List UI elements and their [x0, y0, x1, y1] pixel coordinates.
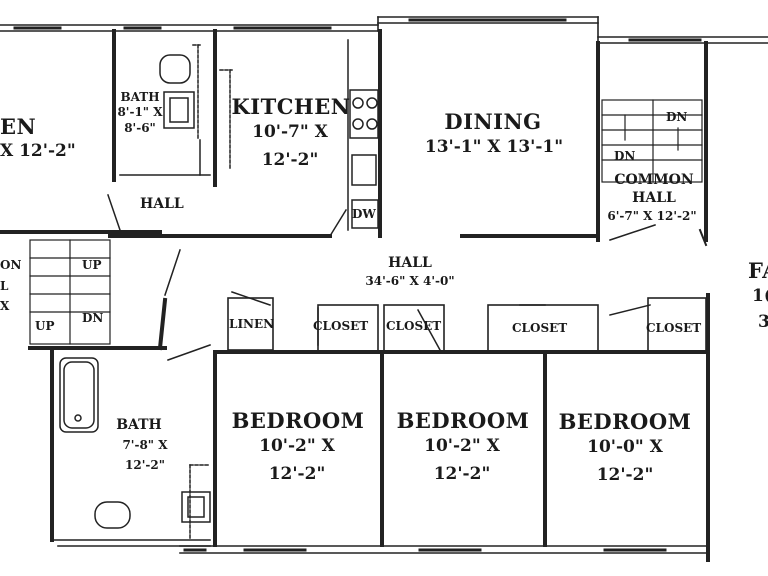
living-room-dims: X 12'-2" — [0, 141, 76, 161]
left-edge-text-3: X — [0, 299, 10, 313]
bath-bottom-dims-1: 7'-8" X — [122, 438, 168, 452]
exterior-wall-top — [0, 16, 768, 44]
bedroom-3-name: BEDROOM — [558, 409, 692, 434]
bath-bottom-dims-2: 12'-2" — [125, 458, 165, 472]
bedroom-3-dims-1: 10'-0" X — [587, 437, 663, 457]
right-edge-name: FA — [748, 258, 768, 283]
bath-top-name: BATH — [120, 90, 160, 104]
kitchen-name: KITCHEN — [231, 94, 351, 119]
kitchen-dims-1: 10'-7" X — [252, 122, 328, 142]
dishwasher-label: DW — [352, 207, 376, 221]
bedroom-2-dims-1: 10'-2" X — [424, 436, 500, 456]
dining-dims: 13'-1" X 13'-1" — [424, 137, 564, 157]
left-edge-text-2: L — [0, 279, 9, 293]
stairs-dn-top: DN — [666, 110, 688, 124]
bath-top-fixtures — [119, 44, 211, 176]
common-hall-dims: 6'-7" X 12'-2" — [607, 209, 697, 223]
bedroom-3-dims-2: 12'-2" — [596, 465, 654, 485]
main-hall-dims: 34'-6" X 4'-0" — [365, 274, 455, 288]
right-edge-dims-1: 1( — [752, 286, 768, 306]
stairs-up-a: UP — [82, 258, 102, 272]
right-edge-dims-2: 3 — [758, 312, 768, 332]
kitchen-counter — [219, 39, 379, 231]
closet-boxes — [227, 297, 707, 353]
doors — [107, 194, 656, 361]
common-stairs — [601, 99, 703, 183]
stairs-dn-bottom: DN — [614, 149, 636, 163]
living-room-name: EN — [0, 114, 37, 139]
bedroom-1-dims-1: 10'-2" X — [259, 436, 335, 456]
bedroom-1-dims-2: 12'-2" — [268, 464, 326, 484]
closet-4-label: CLOSET — [646, 321, 702, 335]
interior-walls — [0, 29, 710, 562]
bath-top-dims-2: 8'-6" — [124, 121, 156, 135]
main-hall-name: HALL — [388, 255, 432, 271]
linen-label: LINEN — [229, 317, 275, 331]
left-edge-text-1: ON — [0, 258, 22, 272]
closet-1-label: CLOSET — [313, 319, 369, 333]
bedroom-2-name: BEDROOM — [396, 408, 530, 433]
closet-3-label: CLOSET — [512, 321, 568, 335]
bath-top-dims-1: 8'-1" X — [117, 105, 163, 119]
left-stairs — [29, 239, 111, 345]
kitchen-dims-2: 12'-2" — [261, 150, 319, 170]
bath-bottom-fixtures — [59, 357, 211, 541]
common-hall-name-2: HALL — [632, 190, 676, 206]
exterior-wall-bottom — [51, 539, 709, 554]
closet-2-label: CLOSET — [386, 319, 442, 333]
bath-bottom-name: BATH — [116, 417, 162, 433]
common-hall-name-1: COMMON — [614, 172, 694, 188]
small-hall-name: HALL — [140, 196, 184, 212]
dining-name: DINING — [444, 109, 542, 134]
bedroom-1-name: BEDROOM — [231, 408, 365, 433]
stairs-up-b: UP — [35, 319, 55, 333]
stairs-dn-left: DN — [82, 311, 104, 325]
windows-top — [13, 18, 702, 42]
bedroom-2-dims-2: 12'-2" — [433, 464, 491, 484]
